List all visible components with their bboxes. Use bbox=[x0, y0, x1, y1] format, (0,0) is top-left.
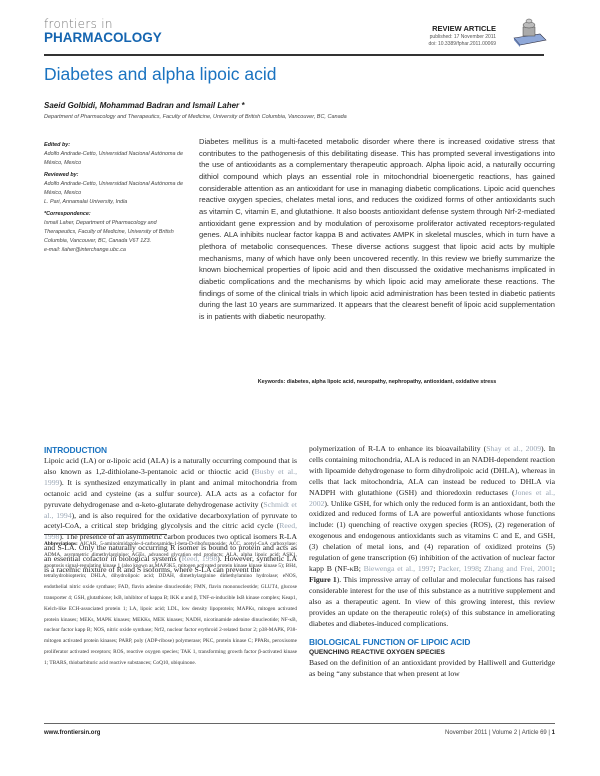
text-run: polymerization of R-LA to enhance its bi… bbox=[309, 444, 487, 453]
reviewer-1: Adolfo Andrade-Cetto, Universidad Nacion… bbox=[44, 181, 183, 196]
body-column-right: polymerization of R-LA to enhance its bi… bbox=[309, 444, 555, 680]
text-run: ). However, synthetic LA is a racemic mi… bbox=[44, 554, 297, 575]
intro-paragraph: Lipoic acid (LA) or α-lipoic acid (ALA) … bbox=[44, 456, 297, 576]
citation-link[interactable]: Schmidt et al., 1994 bbox=[44, 499, 297, 520]
citation-link[interactable]: Jones et al., 2002 bbox=[309, 487, 555, 508]
bio-paragraph: Based on the definition of an antioxidan… bbox=[309, 658, 555, 679]
publication-info: published: 17 November 2011 doi: 10.3389… bbox=[429, 34, 496, 47]
authors: Saeid Golbidi, Mohammad Badran and Ismai… bbox=[44, 101, 245, 110]
journal-logo-line1: frontiers in bbox=[44, 17, 113, 31]
section-heading-biological-function: BIOLOGICAL FUNCTION OF LIPOIC ACID bbox=[309, 637, 471, 648]
subsection-heading-quenching-ros: QUENCHING REACTIVE OXYGEN SPECIES bbox=[309, 649, 445, 657]
footer-website-link[interactable]: www.frontiersin.org bbox=[44, 730, 101, 736]
text-run: ; bbox=[478, 563, 484, 573]
citation-link[interactable]: Biewenga et al., 1997 bbox=[363, 563, 434, 573]
intro-paragraph-continued: polymerization of R-LA to enhance its bi… bbox=[309, 444, 555, 629]
citation-link[interactable]: Zhang and Frei, 2001 bbox=[483, 563, 553, 573]
text-run: ). In cells containing mitochondria, ALA… bbox=[309, 444, 555, 497]
section-heading-introduction: INTRODUCTION bbox=[44, 445, 108, 455]
header-rule bbox=[44, 54, 544, 56]
text-run: Lipoic acid (LA) or α-lipoic acid (ALA) … bbox=[44, 456, 297, 476]
published-date: published: 17 November 2011 bbox=[429, 34, 496, 40]
page-number: 1 bbox=[551, 730, 555, 736]
figure-link[interactable]: Figure 1 bbox=[309, 574, 337, 584]
journal-logo-line2: PHARMACOLOGY bbox=[44, 30, 162, 45]
reviewed-by-label: Reviewed by: bbox=[44, 172, 79, 178]
doi: doi: 10.3389/fphar.2011.00069 bbox=[428, 40, 496, 47]
text-run: ; bbox=[552, 563, 556, 573]
affiliation: Department of Pharmacology and Therapeut… bbox=[44, 114, 347, 120]
correspondence: Ismail Laher, Department of Pharmacology… bbox=[44, 220, 174, 244]
citation-link[interactable]: Reed, 1998 bbox=[181, 554, 218, 564]
text-run: ). This impressive array of cellular and… bbox=[309, 574, 555, 628]
citation-link[interactable]: Reed, 1998 bbox=[44, 521, 297, 542]
abbreviations-label: Abbreviations: bbox=[44, 541, 78, 547]
abstract: Diabetes mellitus is a multi-faceted met… bbox=[199, 137, 555, 321]
abbreviations-rule bbox=[44, 534, 167, 535]
issue-info: November 2011 | Volume 2 | Article 69 | bbox=[445, 730, 550, 736]
keywords: Keywords: diabetes, alpha lipoic acid, n… bbox=[257, 379, 497, 385]
editorial-sidebar: Edited by: Adolfo Andrade-Cetto, Univers… bbox=[44, 138, 184, 255]
citation-link[interactable]: Packer, 1998 bbox=[438, 563, 479, 573]
text-run: ). The presence of an asymmetric carbon … bbox=[44, 532, 297, 564]
text-run: ). It is synthesized enzymatically in pl… bbox=[44, 477, 297, 509]
footer-rule bbox=[44, 723, 555, 724]
email-link[interactable]: e-mail: ilaher@interchange.ubc.ca bbox=[44, 247, 126, 253]
article-type: REVIEW ARTICLE bbox=[432, 24, 496, 33]
text-run: ; bbox=[433, 563, 439, 573]
edited-by: Adolfo Andrade-Cetto, Universidad Nacion… bbox=[44, 151, 183, 166]
footer-issue-info: November 2011 | Volume 2 | Article 69 | … bbox=[445, 730, 555, 736]
citation-link[interactable]: Busby et al., 1999 bbox=[44, 466, 297, 487]
body-column-left: INTRODUCTION Lipoic acid (LA) or α-lipoi… bbox=[44, 444, 297, 576]
abbreviations-text: AICAR, 5-aminoimidazole-4-carboxamide-1-… bbox=[44, 541, 297, 666]
edited-by-label: Edited by: bbox=[44, 142, 71, 148]
journal-cover-icon bbox=[513, 18, 547, 47]
reviewer-2: L. Pari, Annamalai University, India bbox=[44, 199, 128, 205]
text-run: ), and is also required for the oxidativ… bbox=[44, 510, 297, 531]
abbreviations: Abbreviations: AICAR, 5-aminoimidazole-4… bbox=[44, 539, 297, 669]
text-run: ). Unlike GSH, for which only the reduce… bbox=[309, 498, 555, 573]
correspondence-label: *Correspondence: bbox=[44, 211, 91, 217]
article-title: Diabetes and alpha lipoic acid bbox=[44, 64, 277, 84]
citation-link[interactable]: Shay et al., 2009 bbox=[486, 444, 542, 453]
